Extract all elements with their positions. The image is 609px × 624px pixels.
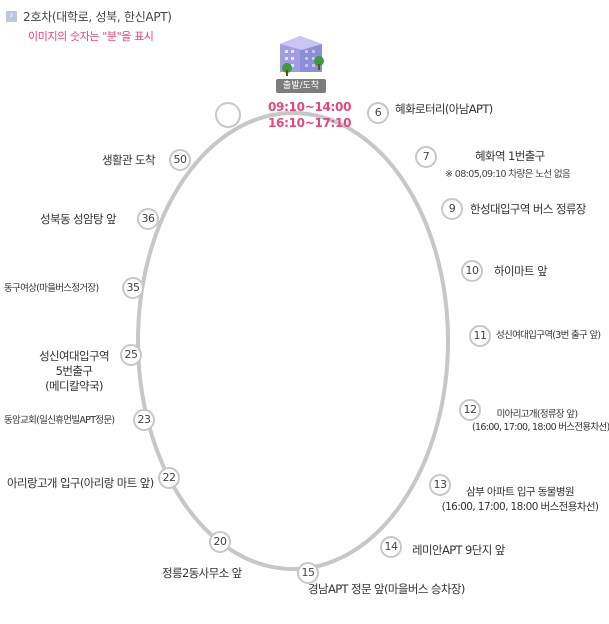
stop-label: 생활관 도착: [102, 153, 156, 167]
stop-label-line: 5번출구: [55, 364, 93, 378]
stop-label-line: (16:00, 17:00, 18:00 버스전용차선): [472, 422, 609, 433]
time-range-afternoon: 16:10~17:10: [268, 116, 352, 130]
stop-marker: 20: [209, 531, 231, 553]
terminal-badge: 출발/도착: [276, 79, 326, 93]
stop-label: 정릉2동사무소 앞: [162, 566, 242, 580]
stop-label: 경남APT 정문 앞(마을버스 승차장): [308, 582, 465, 596]
stop-marker: 13: [429, 474, 451, 496]
stop-label: 혜화로터리(아남APT): [395, 102, 493, 116]
stop-marker-start: [215, 102, 241, 128]
stop-label-line: (16:00, 17:00, 18:00 버스전용차선): [441, 501, 599, 513]
stop-marker: 35: [122, 277, 144, 299]
stop-label: 동암교회(일신휴먼빌APT정문): [4, 415, 115, 426]
stop-marker: 25: [120, 344, 142, 366]
stop-label: 아리랑고개 입구(아리랑 마트 앞): [7, 476, 154, 490]
arrow-icon: ›: [6, 11, 17, 22]
stop-label-line: 미아리고개(정류장 앞): [496, 409, 578, 420]
stop-label: 레미안APT 9단지 앞: [412, 543, 505, 557]
stop-marker: 9: [441, 198, 463, 220]
stop-label: 미아리고개(정류장 앞) (16:00, 17:00, 18:00 버스전용차선…: [472, 408, 609, 434]
stop-marker: 23: [133, 409, 155, 431]
departure-times: 09:10~14:00 16:10~17:10: [268, 99, 351, 131]
stop-label: 한성대입구역 버스 정류장: [470, 202, 586, 216]
stop-note: ※ 08:05,09:10 차량은 노선 없음: [445, 169, 571, 180]
stop-label: 삼부 아파트 입구 동물병원 (16:00, 17:00, 18:00 버스전용…: [441, 485, 599, 515]
stop-marker: 22: [158, 467, 180, 489]
stop-label-line: (메디칼약국): [45, 379, 103, 393]
stop-label: 성북동 성암탕 앞: [40, 212, 117, 226]
stop-marker: 50: [169, 149, 191, 171]
stop-label-line: 성신여대입구역: [39, 349, 109, 363]
stop-label: 성신여대입구역(3번 출구 앞): [496, 330, 601, 341]
building-icon: [280, 36, 324, 76]
stop-label: 동구여상(마을버스정거장): [4, 283, 99, 294]
stop-marker: 7: [415, 146, 437, 168]
stop-marker: 12: [459, 399, 481, 421]
page-title: 2호차(대학로, 성북, 한신APT): [23, 10, 172, 24]
stop-marker: 15: [297, 562, 319, 584]
stop-label: 하이마트 앞: [494, 264, 548, 278]
stop-marker: 36: [137, 208, 159, 230]
stop-marker: 11: [469, 325, 491, 347]
route-loop: [136, 111, 450, 571]
header: › 2호차(대학로, 성북, 한신APT) 이미지의 숫자는 "분"을 표시: [6, 8, 172, 44]
stop-label: 성신여대입구역 5번출구 (메디칼약국): [28, 349, 120, 394]
stop-label-line: 삼부 아파트 입구 동물병원: [466, 486, 574, 498]
stop-label: 혜화역 1번출구: [475, 149, 545, 163]
page-subtitle: 이미지의 숫자는 "분"을 표시: [28, 30, 154, 43]
stop-marker: 10: [461, 260, 483, 282]
stop-marker: 6: [367, 102, 389, 124]
time-range-morning: 09:10~14:00: [268, 100, 352, 114]
stop-marker: 14: [380, 536, 402, 558]
